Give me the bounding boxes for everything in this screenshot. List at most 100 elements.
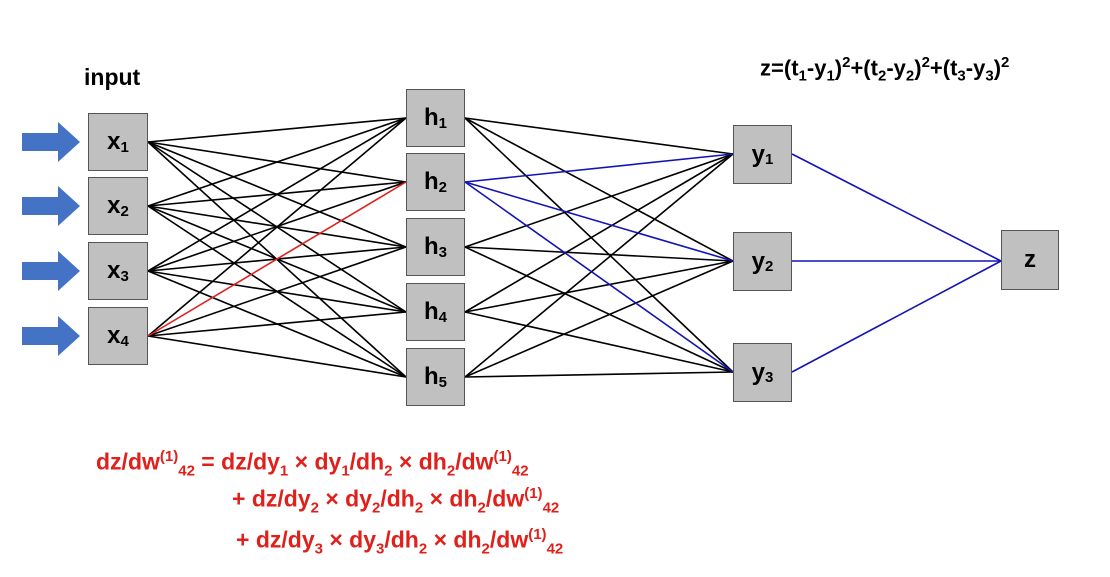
g3-d-sub: 2 [481, 540, 490, 558]
node-h2-sub: 2 [438, 178, 447, 196]
loss-t1-sub: 1 [798, 67, 807, 85]
g3-e: /dw [489, 526, 529, 553]
loss-y1-sub: 1 [826, 67, 835, 85]
node-h3-sub: 3 [438, 243, 447, 261]
node-h1-sub: 1 [438, 114, 447, 132]
edge-h2-y2 [464, 181, 734, 262]
g2-e-sub: 42 [542, 499, 560, 517]
node-h2-base: h [423, 168, 439, 195]
gradient-line-3: + dz/dy3 × dy3/dh2 × dh2/dw(1)42 [236, 526, 563, 557]
g1-e-sup: (1) [493, 448, 512, 465]
edge-h5-y1 [464, 153, 734, 378]
loss-pow1: 2 [842, 54, 851, 71]
loss-t3: t [950, 55, 958, 81]
g3-prefix: + [236, 526, 256, 553]
edge-h3-y1 [464, 153, 734, 248]
g1-d: dh [418, 448, 447, 475]
input-arrow-1 [22, 122, 80, 162]
edge-x4-h2 [147, 181, 407, 337]
loss-y2-sub: 2 [905, 67, 915, 85]
edge-h1-y3 [464, 117, 734, 373]
edge-h1-y2 [464, 117, 734, 262]
g3-a-sub: 3 [314, 540, 323, 558]
g2-d: dh [449, 485, 478, 512]
loss-y1: y [814, 55, 827, 81]
node-x3-base: x [107, 257, 121, 284]
node-x1-sub: 1 [120, 138, 129, 156]
node-h1-base: h [423, 104, 439, 131]
g1-d-sub: 2 [446, 462, 456, 480]
loss-y3-sub: 3 [985, 67, 994, 85]
node-h4-base: h [423, 298, 439, 325]
g2-a-sub: 2 [310, 499, 319, 517]
g1-c: /dh [349, 448, 385, 475]
edge-x4-h1 [147, 117, 407, 337]
g3-d: dh [453, 526, 482, 553]
g2-d-sub: 2 [477, 499, 486, 517]
edge-h5-y3 [464, 371, 734, 378]
g1-c-sub: 2 [384, 462, 393, 480]
loss-formula: z=(t1-y1)2+(t2-y2)2+(t3-y3)2 [760, 54, 1010, 85]
edge-x4-h5 [147, 335, 407, 378]
edge-h4-y3 [464, 311, 734, 373]
edge-h5-y2 [464, 260, 734, 378]
loss-lhs: z= [760, 55, 784, 81]
gradient-lhs-sub: 42 [178, 462, 195, 480]
node-h3-base: h [423, 233, 439, 260]
gradient-lhs: dz/dw [96, 448, 160, 475]
loss-t3-sub: 3 [957, 67, 966, 85]
input-arrow-4 [22, 316, 80, 356]
edge-h4-y1 [464, 153, 734, 313]
edge-h3-y3 [464, 246, 734, 373]
edge-h3-y2 [464, 246, 734, 262]
node-h5-base: h [423, 363, 439, 390]
g1-times2: × [398, 448, 413, 475]
edge-h4-y2 [464, 260, 734, 313]
g1-a: dz/dy [221, 448, 280, 475]
g3-c: /dh [384, 526, 419, 553]
edge-h1-y1 [464, 117, 734, 155]
g1-e-sub: 42 [511, 462, 529, 480]
g2-times1: × [325, 485, 339, 512]
node-y3-base: y [751, 358, 765, 386]
node-x2-sub: 2 [120, 202, 129, 220]
input-arrow-3 [22, 251, 80, 291]
g3-e-sup: (1) [528, 526, 547, 543]
node-h5-sub: 5 [438, 373, 447, 391]
loss-pow2: 2 [921, 54, 930, 71]
g2-e-sup: (1) [524, 485, 543, 502]
g3-b: dy [349, 526, 377, 553]
g3-a: dz/dy [255, 526, 315, 553]
edge-x1-h1 [147, 117, 407, 143]
g3-c-sub: 2 [418, 540, 428, 558]
g2-b-sub: 2 [372, 499, 381, 517]
gradient-line-1: dz/dw(1)42 = dz/dy1 × dy1/dh2 × dh2/dw(1… [96, 448, 529, 479]
g3-times2: × [433, 526, 448, 553]
g1-a-sub: 1 [279, 462, 289, 480]
g2-prefix: + [232, 485, 252, 512]
g3-times1: × [329, 526, 343, 553]
node-y2-sub: 2 [765, 258, 774, 275]
loss-y2: y [893, 55, 906, 81]
node-y2-base: y [751, 247, 765, 275]
node-z: z [1001, 230, 1059, 290]
g1-b: dy [314, 448, 342, 475]
g2-c: /dh [380, 485, 415, 512]
g2-times2: × [429, 485, 444, 512]
node-x4-sub: 4 [120, 332, 129, 350]
node-y3-sub: 3 [765, 369, 774, 386]
gradient-line-2: + dz/dy2 × dy2/dh2 × dh2/dw(1)42 [232, 485, 559, 516]
loss-t2: t [870, 55, 878, 81]
gradient-eq: = [194, 448, 222, 475]
g1-b-sub: 1 [341, 462, 350, 480]
